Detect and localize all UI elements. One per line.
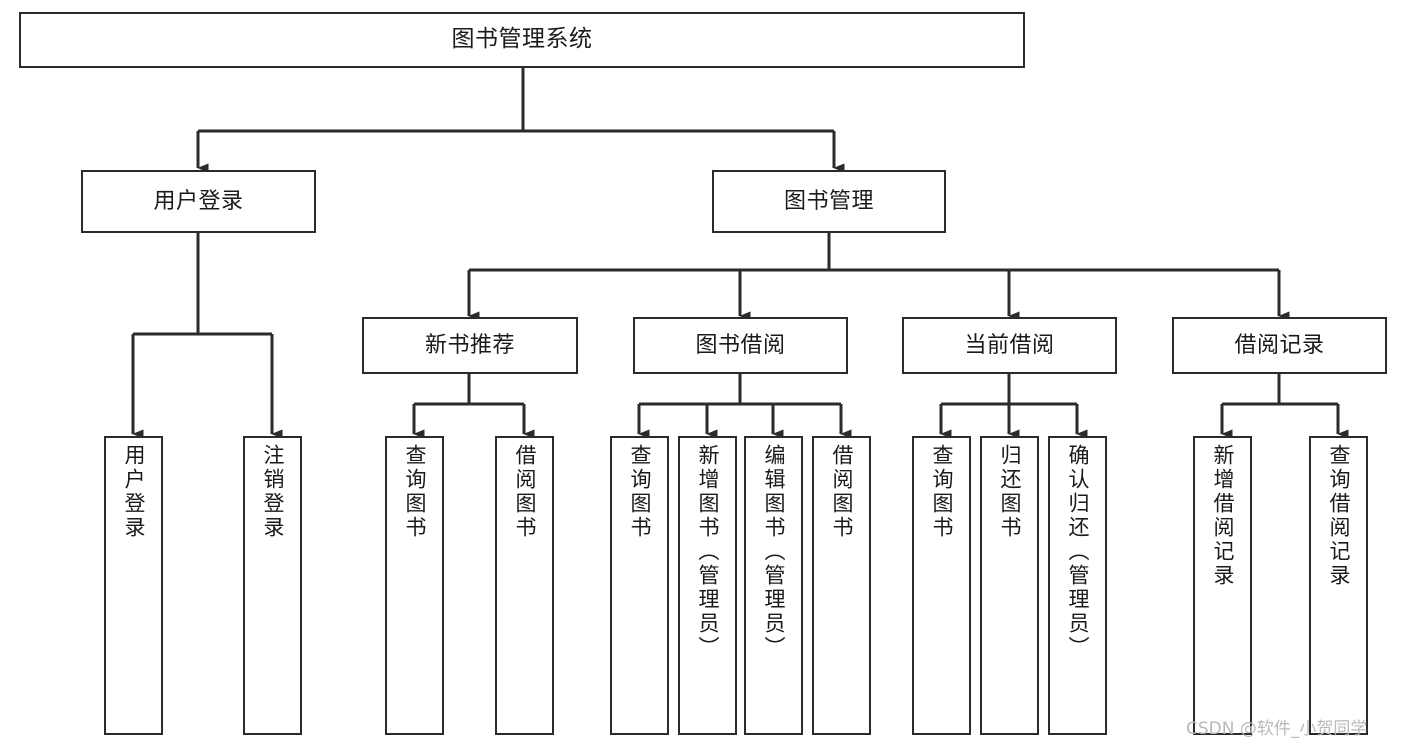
node-root-system[interactable]: 图书管理系统 (19, 12, 1025, 68)
node-user-login[interactable]: 用户登录 (81, 170, 316, 233)
node-label: 注销登录 (261, 444, 285, 540)
node-leaf-query-book-2[interactable]: 查询图书 (610, 436, 669, 735)
node-label: 新增借阅记录 (1211, 444, 1235, 588)
node-label: 借阅图书 (513, 444, 537, 540)
node-leaf-logout-login[interactable]: 注销登录 (243, 436, 302, 735)
node-label: 新书推荐 (424, 332, 515, 358)
node-leaf-edit-book[interactable]: 编辑图书（管理员） (744, 436, 803, 735)
node-leaf-confirm-return[interactable]: 确认归还（管理员） (1048, 436, 1107, 735)
node-label: 新增图书（管理员） (696, 444, 720, 660)
node-leaf-query-record[interactable]: 查询借阅记录 (1309, 436, 1368, 735)
node-label: 借阅记录 (1234, 332, 1325, 358)
node-leaf-user-login[interactable]: 用户登录 (104, 436, 163, 735)
node-label: 当前借阅 (964, 332, 1055, 358)
node-leaf-add-record[interactable]: 新增借阅记录 (1193, 436, 1252, 735)
node-label: 归还图书 (998, 444, 1022, 540)
node-label: 确认归还（管理员） (1066, 444, 1090, 660)
node-label: 用户登录 (153, 188, 244, 214)
node-label: 用户登录 (122, 444, 146, 540)
node-label: 图书管理系统 (451, 26, 593, 53)
node-label: 编辑图书（管理员） (762, 444, 786, 660)
node-label: 查询借阅记录 (1327, 444, 1351, 588)
node-leaf-borrow-book-1[interactable]: 借阅图书 (495, 436, 554, 735)
csdn-watermark: CSDN @软件_小贺同学 (1186, 719, 1368, 739)
node-book-management[interactable]: 图书管理 (712, 170, 946, 233)
node-leaf-add-book[interactable]: 新增图书（管理员） (678, 436, 737, 735)
node-leaf-borrow-book-2[interactable]: 借阅图书 (812, 436, 871, 735)
node-book-borrow[interactable]: 图书借阅 (633, 317, 848, 374)
node-current-borrow[interactable]: 当前借阅 (902, 317, 1117, 374)
node-new-book-recommend[interactable]: 新书推荐 (362, 317, 578, 374)
node-label: 查询图书 (930, 444, 954, 540)
node-leaf-query-book-3[interactable]: 查询图书 (912, 436, 971, 735)
node-borrow-record[interactable]: 借阅记录 (1172, 317, 1387, 374)
node-label: 查询图书 (403, 444, 427, 540)
node-label: 图书管理 (783, 188, 874, 214)
node-label: 查询图书 (628, 444, 652, 540)
node-leaf-query-book-1[interactable]: 查询图书 (385, 436, 444, 735)
node-label: 图书借阅 (695, 332, 786, 358)
node-label: 借阅图书 (830, 444, 854, 540)
node-leaf-return-book[interactable]: 归还图书 (980, 436, 1039, 735)
